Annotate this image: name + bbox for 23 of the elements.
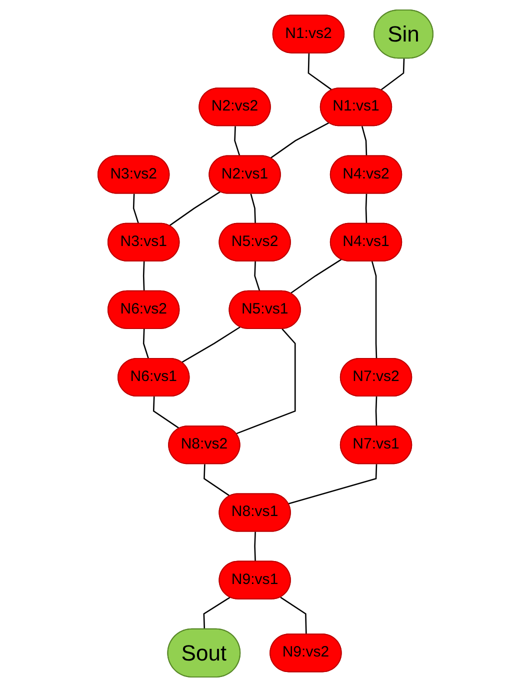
connector — [270, 122, 329, 159]
connector — [250, 194, 256, 224]
connector — [152, 396, 180, 430]
connector — [254, 532, 256, 562]
connector — [234, 126, 240, 156]
connector — [290, 258, 342, 294]
connector — [307, 53, 332, 91]
connector — [374, 396, 377, 427]
connector — [370, 261, 377, 360]
connector — [280, 596, 306, 635]
connector — [168, 191, 220, 226]
connector — [360, 126, 367, 156]
connector — [254, 261, 260, 292]
connector — [364, 194, 367, 224]
connector — [202, 596, 230, 630]
connector — [142, 328, 149, 360]
connector — [203, 464, 230, 497]
connector — [142, 261, 144, 292]
connector — [235, 328, 296, 434]
connector — [132, 194, 139, 224]
connector — [380, 58, 404, 91]
connector — [288, 464, 377, 504]
connector — [180, 326, 240, 363]
